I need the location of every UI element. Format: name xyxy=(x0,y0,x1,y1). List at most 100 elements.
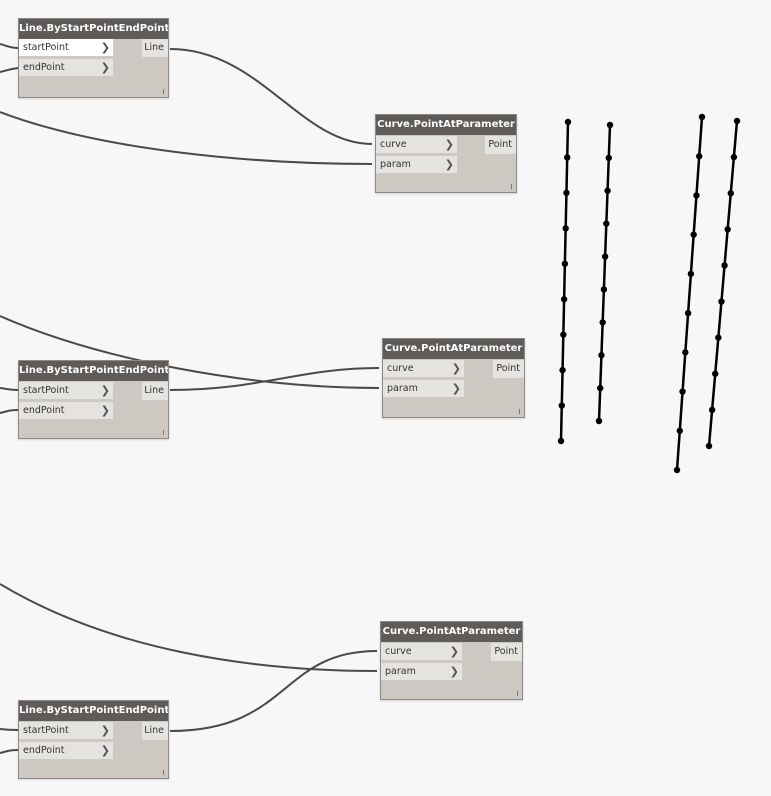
node-title[interactable]: Curve.PointAtParameter xyxy=(381,622,522,642)
node-title[interactable]: Curve.PointAtParameter xyxy=(383,339,524,359)
preview-point xyxy=(724,226,731,233)
preview-point xyxy=(558,402,565,409)
preview-point xyxy=(712,370,719,377)
resize-grip-icon[interactable] xyxy=(163,430,164,435)
param-input-port[interactable]: param ❯ xyxy=(381,663,462,681)
port-label: endPoint xyxy=(23,405,65,416)
wire-in-startpoint-1 xyxy=(0,43,19,49)
preview-line-2 xyxy=(597,124,612,422)
curve-point-at-parameter-node-1[interactable]: Curve.PointAtParameter curve ❯ param ❯ P… xyxy=(375,114,517,193)
start-point-input-port[interactable]: startPoint ❯ xyxy=(19,382,113,400)
wire-param-to-curve2 xyxy=(0,315,380,389)
preview-point xyxy=(676,427,683,434)
curve-input-port[interactable]: curve ❯ xyxy=(381,643,462,661)
curve-input-port[interactable]: curve ❯ xyxy=(383,360,464,378)
curve-point-at-parameter-node-2[interactable]: Curve.PointAtParameter curve ❯ param ❯ P… xyxy=(382,338,525,418)
line-output-port[interactable]: Line xyxy=(142,39,168,57)
end-point-input-port[interactable]: endPoint ❯ xyxy=(19,402,113,420)
preview-point xyxy=(600,286,608,293)
preview-point xyxy=(718,298,725,305)
resize-grip-icon[interactable] xyxy=(163,89,164,94)
preview-point xyxy=(560,331,567,338)
end-point-input-port[interactable]: endPoint ❯ xyxy=(19,59,113,77)
port-label: startPoint xyxy=(23,385,69,396)
preview-line-4 xyxy=(707,120,739,447)
preview-point xyxy=(559,366,566,374)
preview-point xyxy=(687,270,695,278)
preview-point xyxy=(693,192,700,199)
chevron-right-icon: ❯ xyxy=(100,41,110,54)
param-input-port[interactable]: param ❯ xyxy=(376,156,457,174)
wire-in-endpoint-1 xyxy=(0,67,19,73)
end-point-input-port[interactable]: endPoint ❯ xyxy=(19,742,113,760)
preview-point xyxy=(696,153,703,160)
preview-point xyxy=(560,296,568,303)
resize-grip-icon[interactable] xyxy=(519,409,520,414)
curve-input-port[interactable]: curve ❯ xyxy=(376,136,457,154)
preview-point xyxy=(598,352,605,359)
preview-point xyxy=(727,190,734,197)
chevron-right-icon: ❯ xyxy=(449,665,459,678)
preview-line-1 xyxy=(559,121,570,442)
node-title[interactable]: Curve.PointAtParameter xyxy=(376,115,516,135)
node-title[interactable]: Line.ByStartPointEndPoint xyxy=(19,19,168,39)
point-output-port[interactable]: Point xyxy=(491,643,522,661)
preview-point xyxy=(564,118,572,126)
chevron-right-icon: ❯ xyxy=(444,138,454,151)
line-by-start-point-end-point-node-2[interactable]: Line.ByStartPointEndPoint startPoint ❯ e… xyxy=(18,360,169,439)
preview-point xyxy=(684,309,692,317)
preview-point xyxy=(563,189,570,197)
preview-point xyxy=(715,334,722,341)
preview-point xyxy=(603,220,610,227)
preview-point xyxy=(561,260,569,267)
curve-point-at-parameter-node-3[interactable]: Curve.PointAtParameter curve ❯ param ❯ P… xyxy=(380,621,523,700)
preview-point xyxy=(599,319,606,326)
preview-line-3 xyxy=(675,116,704,471)
param-input-port[interactable]: param ❯ xyxy=(383,380,464,398)
port-label: startPoint xyxy=(23,42,69,53)
port-label: startPoint xyxy=(23,725,69,736)
preview-point xyxy=(606,121,614,129)
line-output-port[interactable]: Line xyxy=(142,382,168,400)
preview-point xyxy=(730,153,738,161)
port-label: curve xyxy=(385,646,412,657)
preview-point xyxy=(605,154,612,162)
preview-point xyxy=(690,231,697,238)
node-title[interactable]: Line.ByStartPointEndPoint xyxy=(19,701,168,721)
line-output-port[interactable]: Line xyxy=(142,722,168,740)
wire-param-to-curve3 xyxy=(0,583,378,672)
point-output-port[interactable]: Point xyxy=(493,360,524,378)
preview-point xyxy=(597,384,604,392)
preview-point xyxy=(679,388,686,395)
geometry-preview xyxy=(557,113,741,474)
wire-in-endpoint-3 xyxy=(0,749,19,754)
resize-grip-icon[interactable] xyxy=(163,770,164,775)
port-label: endPoint xyxy=(23,62,65,73)
line-by-start-point-end-point-node-3[interactable]: Line.ByStartPointEndPoint startPoint ❯ e… xyxy=(18,700,169,779)
wire-line2-to-curve2 xyxy=(169,367,380,391)
point-output-port[interactable]: Point xyxy=(485,136,516,154)
chevron-right-icon: ❯ xyxy=(100,404,110,417)
preview-point xyxy=(557,437,565,445)
chevron-right-icon: ❯ xyxy=(444,158,454,171)
port-label: endPoint xyxy=(23,745,65,756)
wire-in-endpoint-2 xyxy=(0,409,19,414)
wire-line3-to-curve3 xyxy=(169,650,378,732)
start-point-input-port[interactable]: startPoint ❯ xyxy=(19,722,113,740)
wire-in-startpoint-3 xyxy=(0,728,19,731)
node-title[interactable]: Line.ByStartPointEndPoint xyxy=(19,361,168,381)
port-label: curve xyxy=(380,139,407,150)
start-point-input-port[interactable]: startPoint ❯ xyxy=(19,39,113,57)
port-label: param xyxy=(380,159,411,170)
preview-point xyxy=(673,466,681,474)
chevron-right-icon: ❯ xyxy=(100,724,110,737)
resize-grip-icon[interactable] xyxy=(517,691,518,696)
chevron-right-icon: ❯ xyxy=(100,384,110,397)
preview-point xyxy=(721,262,728,269)
line-by-start-point-end-point-node-1[interactable]: Line.ByStartPointEndPoint startPoint ❯ e… xyxy=(18,18,169,98)
resize-grip-icon[interactable] xyxy=(511,184,512,189)
preview-point xyxy=(698,113,706,121)
preview-point xyxy=(604,187,611,194)
preview-point xyxy=(733,117,741,125)
